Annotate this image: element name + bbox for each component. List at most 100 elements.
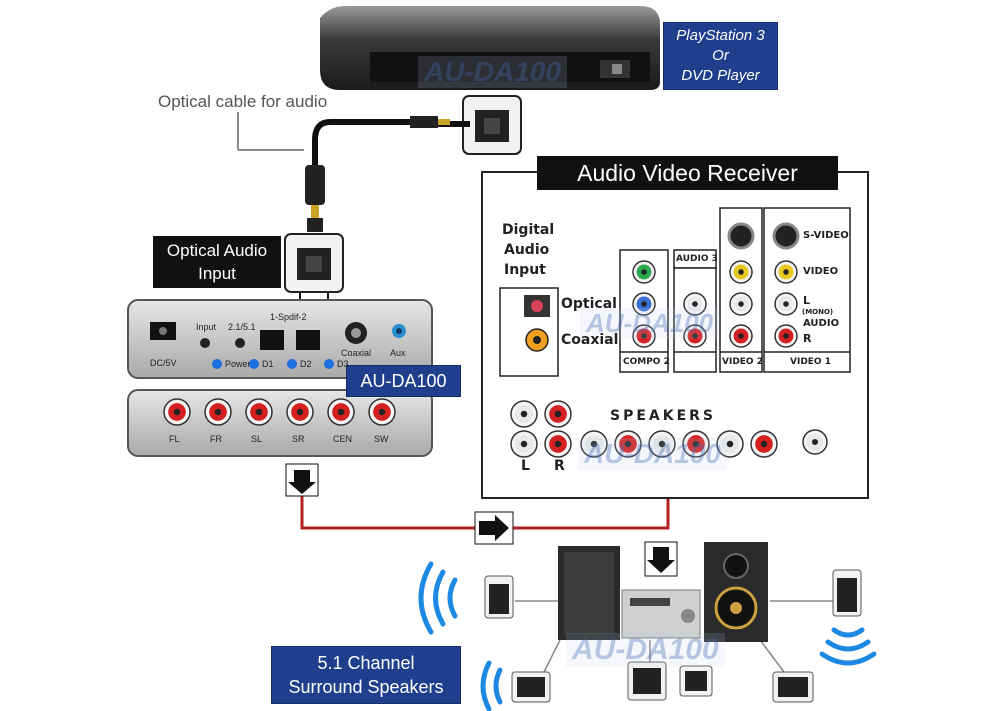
watermark: AU-DA100	[418, 56, 567, 88]
optical-cable-label: Optical cable for audio	[158, 92, 328, 111]
rear-speaker-right	[772, 671, 814, 703]
optical-input-line: Optical Audio	[166, 241, 268, 260]
rca-jack	[286, 398, 314, 426]
wifi-wave-icon	[819, 627, 877, 666]
group-audio3: AUDIO 3	[676, 254, 718, 264]
mode-label: 2.1/5.1	[228, 322, 256, 332]
receiver-jacks	[510, 222, 828, 458]
audio-label: AUDIO	[803, 318, 840, 329]
speaker-r-label: R	[554, 458, 565, 474]
speaker-terminal	[510, 400, 538, 428]
speakers-line: 5.1 Channel	[317, 653, 415, 673]
blue-jack	[632, 292, 656, 316]
speaker-terminal	[802, 429, 828, 455]
output-label-fl: FL	[169, 434, 180, 444]
rear-speaker-left	[511, 671, 551, 703]
arrow-down-icon	[644, 541, 678, 577]
source-line: PlayStation 3	[676, 27, 765, 44]
led-label-d1: D1	[262, 359, 274, 369]
input-label: Input	[196, 322, 217, 332]
speaker-terminal	[682, 430, 710, 458]
dc-label: DC/5V	[150, 358, 177, 368]
svideo-jack	[727, 222, 755, 250]
stereo-unit	[621, 589, 701, 639]
led-label-d3: D3	[337, 359, 349, 369]
wifi-wave-icon	[418, 561, 458, 635]
ps3-optical-port	[462, 95, 522, 155]
watermark: AU-DA100	[578, 438, 727, 470]
speaker-terminal	[614, 430, 642, 458]
dai-line: Audio	[504, 242, 550, 258]
ps3-console	[320, 6, 660, 90]
satellite-speaker-left	[484, 575, 514, 619]
rca-jack	[327, 398, 355, 426]
converter-front-panel	[127, 299, 433, 379]
arrow-down-icon	[285, 463, 319, 497]
optical-label: Optical	[561, 296, 617, 312]
optical-input-line: Input	[198, 264, 236, 283]
speaker-l-label: L	[521, 458, 530, 474]
rca-jack	[163, 398, 191, 426]
red-jack	[683, 324, 707, 348]
yellow-jack	[774, 260, 798, 284]
video-label: VIDEO	[803, 266, 839, 277]
converter-optical-port	[284, 233, 344, 305]
watermark: AU-DA100	[566, 633, 725, 667]
right-label: R	[803, 332, 812, 345]
white-jack	[774, 292, 798, 316]
group-video1: VIDEO 1	[790, 357, 831, 367]
speaker-terminal	[544, 400, 572, 428]
wifi-wave-icon	[480, 660, 503, 711]
center-speaker-right	[679, 665, 713, 697]
source-device-label: PlayStation 3 Or DVD Player	[663, 22, 778, 90]
rca-jack	[368, 398, 396, 426]
receiver-label: Audio Video Receiver	[537, 156, 838, 190]
coaxial-label: Coaxial	[561, 332, 619, 348]
speakers-label: 5.1 Channel Surround Speakers	[271, 646, 461, 704]
green-jack	[632, 260, 656, 284]
optical-input-label: Optical Audio Input	[153, 236, 281, 288]
spdif-label: 1-Spdif-2	[270, 312, 307, 322]
red-jack	[774, 324, 798, 348]
led-label-power: Power	[225, 359, 251, 369]
speaker-terminal	[750, 430, 778, 458]
rca-output-jacks	[163, 398, 396, 426]
group-compo2: COMPO 2	[623, 357, 670, 367]
speaker-terminal	[580, 430, 608, 458]
white-jack	[729, 292, 753, 316]
rca-jack	[204, 398, 232, 426]
speakers-line: Surround Speakers	[288, 677, 444, 697]
arrow-right-icon	[474, 511, 514, 545]
subwoofer-left-tower	[558, 546, 620, 640]
output-label-sw: SW	[374, 434, 389, 444]
dai-line: Digital	[502, 222, 555, 238]
source-line: Or	[712, 47, 729, 64]
optical-cable	[237, 112, 470, 232]
watermark: AU-DA100	[580, 308, 720, 339]
converter-output-panel	[127, 389, 433, 457]
mono-label: (MONO)	[802, 308, 834, 316]
satellite-speaker-right	[832, 569, 862, 617]
speaker-terminal	[716, 430, 744, 458]
yellow-jack	[729, 260, 753, 284]
group-video2: VIDEO 2	[722, 357, 763, 367]
white-jack	[683, 292, 707, 316]
left-label: L	[803, 294, 811, 307]
rca-jack	[245, 398, 273, 426]
red-jack	[729, 324, 753, 348]
led-label-d2: D2	[300, 359, 312, 369]
center-speaker-left	[627, 661, 667, 701]
dai-line: Input	[504, 262, 546, 278]
output-label-sl: SL	[251, 434, 263, 444]
svideo-label: S-VIDEO	[803, 230, 849, 241]
speaker-terminal	[544, 430, 572, 458]
svideo-jack	[772, 222, 800, 250]
device-label: AU-DA100	[346, 365, 461, 397]
speaker-terminal	[648, 430, 676, 458]
speaker-terminal	[510, 430, 538, 458]
output-label-fr: FR	[210, 434, 222, 444]
red-jack	[632, 324, 656, 348]
output-label-cen: CEN	[333, 434, 353, 444]
output-label-sr: SR	[292, 434, 305, 444]
